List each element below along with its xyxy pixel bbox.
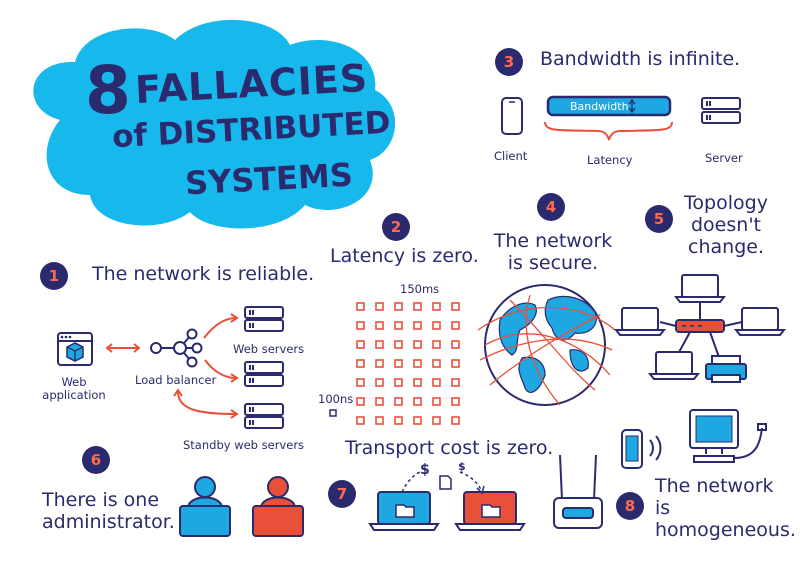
latency-square [432, 397, 441, 406]
badge-1: 1 [40, 262, 68, 290]
bandwidth-server-icon [701, 97, 741, 124]
latency-square [356, 397, 365, 406]
latency-square [394, 397, 403, 406]
badge-4: 4 [537, 193, 565, 221]
load-balancer-label: Load balancer [135, 373, 217, 387]
standby-server-stack [244, 403, 284, 429]
title-number: 8 [85, 52, 131, 129]
client-label: Client [494, 149, 528, 163]
arrow-web-to-lb [105, 343, 141, 353]
arrows-lb-to-servers [173, 313, 239, 419]
latency-square [375, 340, 384, 349]
latency-square [432, 321, 441, 330]
web-server-stack-2 [244, 361, 284, 387]
latency-square [356, 302, 365, 311]
web-application-icon [57, 332, 93, 366]
latency-square [432, 416, 441, 425]
latency-square [356, 340, 365, 349]
bandwidth-pipe [546, 95, 672, 117]
latency-square [432, 378, 441, 387]
mobile-phone-icon [621, 429, 662, 469]
latency-square [432, 340, 441, 349]
transport-dollar-sign-small: $ [458, 460, 466, 473]
latency-square [413, 359, 422, 368]
latency-square [451, 378, 460, 387]
desktop-computer-icon [689, 409, 767, 463]
latency-square [375, 397, 384, 406]
latency-100ns-label: 100ns [318, 392, 354, 406]
title-cloud [33, 19, 396, 229]
server-label: Server [705, 151, 743, 165]
latency-label: Latency [587, 153, 633, 167]
latency-brace [544, 121, 673, 141]
globe-icon [477, 284, 616, 406]
latency-square [375, 359, 384, 368]
transport-packet-path [401, 471, 485, 495]
latency-square [413, 321, 422, 330]
transport-laptop-red [454, 491, 526, 531]
latency-square [432, 302, 441, 311]
fallacy-1-text: The network is reliable. [92, 263, 315, 285]
latency-square [394, 359, 403, 368]
badge-3: 3 [495, 48, 523, 76]
fallacy-2-text: Latency is zero. [330, 245, 479, 267]
latency-square [451, 302, 460, 311]
latency-grid [356, 302, 460, 425]
latency-square [451, 397, 460, 406]
latency-square [356, 378, 365, 387]
fallacy-7-text: Transport cost is zero. [345, 437, 554, 459]
latency-square [394, 302, 403, 311]
badge-6: 6 [82, 446, 110, 474]
latency-square [394, 416, 403, 425]
transport-dollar-sign: $ [420, 462, 430, 478]
client-phone-icon [501, 97, 523, 135]
latency-square [375, 416, 384, 425]
web-server-stack-1 [244, 306, 284, 332]
latency-square [375, 321, 384, 330]
badge-2: 2 [382, 213, 410, 241]
latency-square [413, 397, 422, 406]
standby-servers-label: Standby web servers [183, 438, 305, 452]
latency-square [413, 340, 422, 349]
web-servers-label: Web servers [233, 342, 305, 356]
badge-8: 8 [616, 492, 644, 520]
latency-square [356, 359, 365, 368]
latency-square [432, 359, 441, 368]
latency-square [356, 416, 365, 425]
fallacy-3-text: Bandwidth is infinite. [540, 48, 741, 70]
latency-square [375, 378, 384, 387]
latency-150ms-label: 150ms [400, 282, 440, 296]
topology-network [613, 274, 787, 383]
latency-square [356, 321, 365, 330]
badge-5: 5 [645, 205, 673, 233]
load-balancer-icon [150, 328, 203, 368]
wifi-router-icon [553, 454, 603, 529]
badge-7: 7 [328, 480, 356, 508]
latency-square [451, 359, 460, 368]
latency-square [413, 302, 422, 311]
latency-small-square [329, 409, 337, 417]
latency-square [394, 321, 403, 330]
latency-square [451, 321, 460, 330]
admin-red [252, 476, 304, 537]
transport-laptop-blue [368, 491, 440, 531]
latency-square [451, 416, 460, 425]
bandwidth-bar-label: Bandwidth [570, 100, 629, 113]
latency-square [394, 340, 403, 349]
latency-square [375, 302, 384, 311]
latency-square [413, 378, 422, 387]
latency-square [451, 340, 460, 349]
admin-blue [179, 476, 231, 537]
latency-square [394, 378, 403, 387]
latency-square [413, 416, 422, 425]
